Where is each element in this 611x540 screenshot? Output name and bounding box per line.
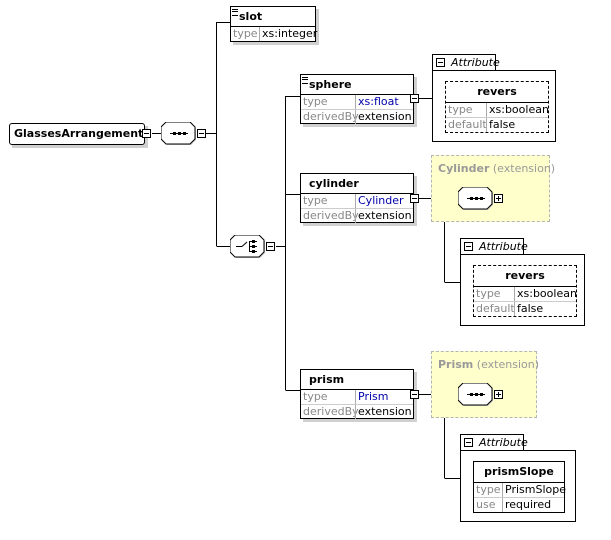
sphere-derivedby-value: extension bbox=[355, 110, 412, 124]
cylinder-type-link[interactable]: Cylinder bbox=[355, 194, 404, 208]
root-element-label: GlassesArrangement bbox=[14, 127, 144, 140]
attribute-label: Attribute bbox=[479, 240, 528, 253]
attr-type-key: type bbox=[476, 287, 501, 300]
expand-minus-icon[interactable] bbox=[464, 242, 473, 251]
prism-type-key: type bbox=[303, 390, 328, 403]
sphere-name: sphere bbox=[309, 78, 352, 91]
prism-attribute-tab[interactable]: Attribute bbox=[460, 434, 528, 451]
sphere-type-link[interactable]: xs:float bbox=[355, 95, 399, 109]
documentation-icon bbox=[232, 9, 238, 16]
attr-use-value: required bbox=[502, 498, 551, 512]
sphere-attribute-group: revers type xs:boolean default false bbox=[432, 70, 556, 142]
expand-minus-icon[interactable] bbox=[464, 438, 473, 447]
prism-attribute-group: prismSlope type PrismSlope use required bbox=[460, 450, 576, 522]
sphere-attribute-tab[interactable]: Attribute bbox=[432, 54, 500, 71]
cylinder-attribute-tab[interactable]: Attribute bbox=[460, 238, 528, 255]
attribute-label: Attribute bbox=[479, 436, 528, 449]
choice-icon[interactable] bbox=[230, 235, 266, 259]
attr-type-value: xs:boolean bbox=[514, 287, 577, 301]
sphere-element[interactable]: sphere type xs:float derivedBy extension bbox=[300, 74, 414, 124]
slot-type-value: xs:integer bbox=[259, 27, 317, 41]
attr-type-key: type bbox=[448, 103, 473, 116]
sequence-icon[interactable] bbox=[458, 187, 494, 211]
expand-minus-icon[interactable] bbox=[410, 194, 419, 203]
expand-minus-icon[interactable] bbox=[410, 390, 419, 399]
cylinder-derivedby-key: derivedBy bbox=[303, 209, 359, 222]
attr-type-value: xs:boolean bbox=[486, 103, 549, 117]
cylinder-element[interactable]: cylinder type Cylinder derivedBy extensi… bbox=[300, 173, 414, 223]
cylinder-attribute-group: revers type xs:boolean default false bbox=[460, 254, 585, 326]
prism-extension-name: Prism bbox=[438, 358, 474, 371]
slot-type-key: type bbox=[233, 27, 258, 40]
prism-name: prism bbox=[309, 373, 345, 386]
expand-minus-icon[interactable] bbox=[197, 129, 206, 138]
expand-minus-icon[interactable] bbox=[410, 94, 419, 103]
expand-plus-icon[interactable] bbox=[494, 390, 503, 399]
extension-suffix: (extension) bbox=[492, 162, 556, 175]
expand-minus-icon[interactable] bbox=[436, 58, 445, 67]
attr-type-value: PrismSlope bbox=[502, 483, 566, 497]
prism-derivedby-value: extension bbox=[355, 405, 412, 419]
sphere-derivedby-key: derivedBy bbox=[303, 110, 359, 123]
attr-default-value: false bbox=[514, 302, 543, 316]
documentation-icon bbox=[302, 77, 308, 84]
cylinder-attr-revers[interactable]: revers type xs:boolean default false bbox=[473, 265, 577, 317]
cylinder-name: cylinder bbox=[309, 177, 359, 190]
attr-default-key: default bbox=[476, 302, 515, 315]
attr-name: revers bbox=[505, 269, 545, 282]
attr-name: revers bbox=[477, 85, 517, 98]
cylinder-derivedby-value: extension bbox=[355, 209, 412, 223]
prism-element[interactable]: prism type Prism derivedBy extension bbox=[300, 369, 414, 419]
prism-type-link[interactable]: Prism bbox=[355, 390, 388, 404]
expand-minus-icon[interactable] bbox=[266, 242, 275, 251]
attr-default-value: false bbox=[486, 118, 515, 132]
root-element[interactable]: GlassesArrangement bbox=[9, 123, 145, 145]
attr-use-key: use bbox=[476, 498, 496, 511]
expand-plus-icon[interactable] bbox=[494, 194, 503, 203]
sphere-attr-revers[interactable]: revers type xs:boolean default false bbox=[445, 81, 549, 133]
attr-default-key: default bbox=[448, 118, 487, 131]
slot-element[interactable]: slot type xs:integer bbox=[230, 6, 317, 42]
sequence-icon[interactable] bbox=[161, 122, 197, 146]
extension-suffix: (extension) bbox=[476, 358, 539, 371]
cylinder-type-key: type bbox=[303, 194, 328, 207]
slot-name: slot bbox=[239, 10, 263, 23]
cylinder-extension-box: Cylinder (extension) bbox=[431, 155, 555, 222]
prism-derivedby-key: derivedBy bbox=[303, 405, 359, 418]
prism-attr-prismslope[interactable]: prismSlope type PrismSlope use required bbox=[473, 461, 566, 513]
sphere-type-key: type bbox=[303, 95, 328, 108]
attribute-label: Attribute bbox=[451, 56, 500, 69]
attr-name: prismSlope bbox=[484, 465, 554, 478]
expand-minus-icon[interactable] bbox=[142, 129, 151, 138]
cylinder-extension-name: Cylinder bbox=[438, 162, 490, 175]
attr-type-key: type bbox=[476, 483, 501, 496]
sequence-icon[interactable] bbox=[458, 383, 494, 407]
